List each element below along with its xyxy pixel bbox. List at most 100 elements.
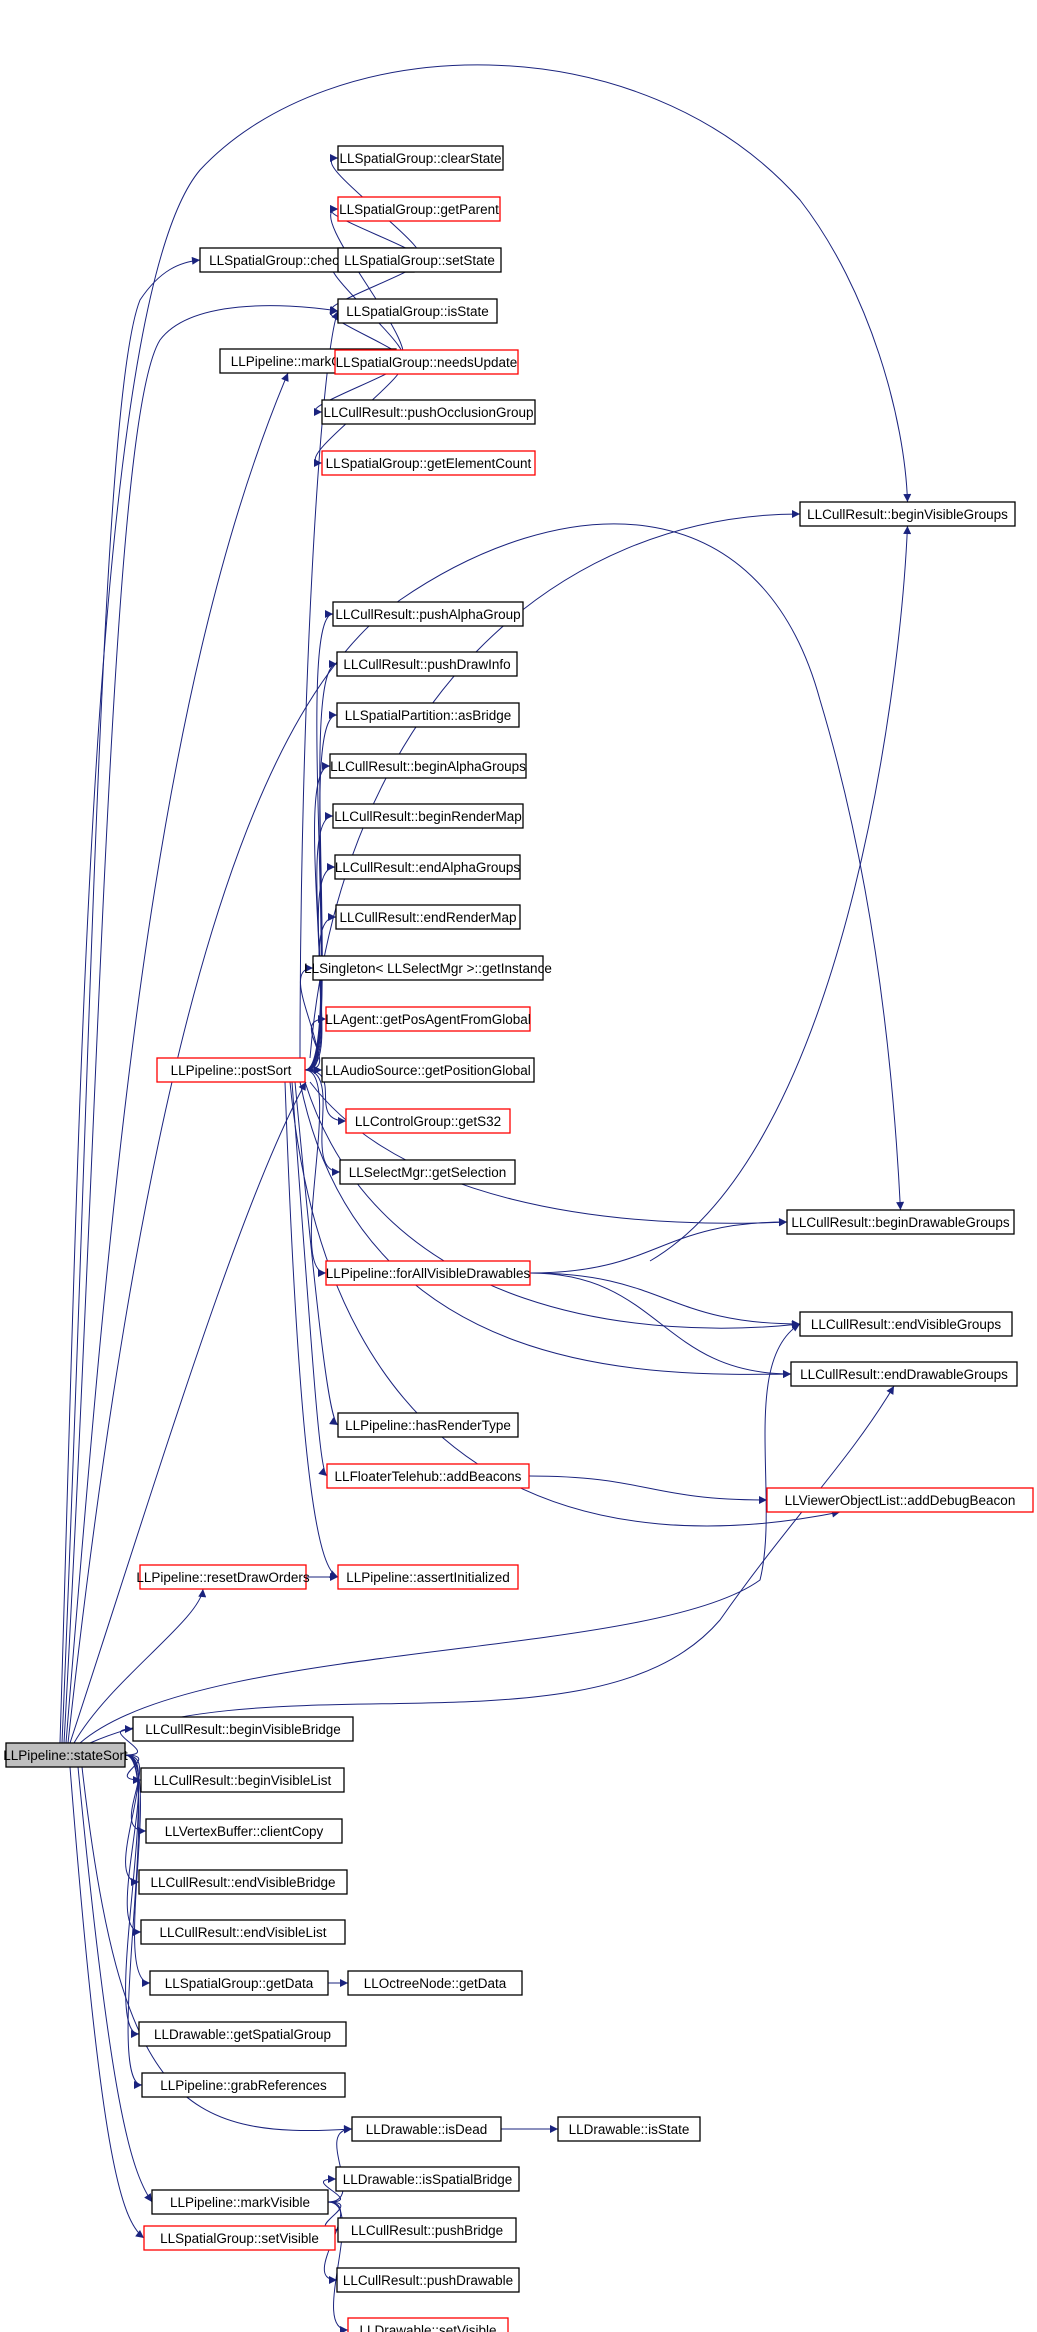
edge-stateSort-to-isStateSG <box>63 305 339 1744</box>
edge-markVisible-to-setVisibleDrawable <box>327 2201 349 2332</box>
node-label-octreeGetData: LLOctreeNode::getData <box>364 1976 507 1991</box>
node-endAlphaGroups[interactable]: LLCullResult::endAlphaGroups <box>334 854 521 880</box>
node-label-isStateDrawable: LLDrawable::isState <box>569 2122 690 2137</box>
node-getPosAgentFromGlobal[interactable]: LLAgent::getPosAgentFromGlobal <box>325 1006 531 1032</box>
node-box-beginRenderMap <box>332 803 524 829</box>
edge-postSort-to-endDrawableGroups <box>299 1081 792 1379</box>
node-addBeacons[interactable]: LLFloaterTelehub::addBeacons <box>326 1463 530 1489</box>
node-box-endVisibleBridge <box>138 1869 348 1895</box>
node-getPositionGlobal[interactable]: LLAudioSource::getPositionGlobal <box>321 1057 535 1083</box>
node-pushBridge[interactable]: LLCullResult::pushBridge <box>337 2217 517 2243</box>
node-getInstance[interactable]: LLSingleton< LLSelectMgr >::getInstance <box>304 955 552 981</box>
edge-stateSort-to-grabReferences <box>124 1754 143 2089</box>
node-isStateSG[interactable]: LLSpatialGroup::isState <box>337 298 498 324</box>
node-label-getPositionGlobal: LLAudioSource::getPositionGlobal <box>325 1063 531 1078</box>
node-label-getData: LLSpatialGroup::getData <box>165 1976 314 1991</box>
node-label-getPosAgentFromGlobal: LLAgent::getPosAgentFromGlobal <box>325 1012 531 1027</box>
node-getSelection[interactable]: LLSelectMgr::getSelection <box>339 1159 516 1185</box>
node-resetDrawOrders[interactable]: LLPipeline::resetDrawOrders <box>136 1564 310 1590</box>
node-setState[interactable]: LLSpatialGroup::setState <box>337 247 502 273</box>
node-label-pushDrawInfo: LLCullResult::pushDrawInfo <box>343 657 510 672</box>
node-hasRenderType[interactable]: LLPipeline::hasRenderType <box>337 1412 519 1438</box>
node-getS32[interactable]: LLControlGroup::getS32 <box>345 1108 511 1134</box>
node-endRenderMap[interactable]: LLCullResult::endRenderMap <box>335 904 521 930</box>
edge-stateSort-to-setVisibleSG <box>69 1766 145 2239</box>
node-label-hasRenderType: LLPipeline::hasRenderType <box>345 1418 511 1433</box>
node-forAllVisibleDrawables[interactable]: LLPipeline::forAllVisibleDrawables <box>325 1260 531 1286</box>
node-getElementCount[interactable]: LLSpatialGroup::getElementCount <box>321 450 536 476</box>
nodes-layer: LLPipeline::stateSort LLSpatialGroup::cle… <box>3 145 1034 2332</box>
node-box-getInstance <box>312 955 544 981</box>
node-endVisibleBridge[interactable]: LLCullResult::endVisibleBridge <box>138 1869 348 1895</box>
node-beginVisibleGroups[interactable]: LLCullResult::beginVisibleGroups <box>799 501 1016 527</box>
node-label-asBridge: LLSpatialPartition::asBridge <box>345 708 512 723</box>
node-box-getParent <box>337 196 501 222</box>
edge-forAllVisibleDrawables-to-endVisibleGroups <box>529 1272 801 1328</box>
node-clientCopy[interactable]: LLVertexBuffer::clientCopy <box>145 1818 343 1844</box>
node-label-beginVisibleList: LLCullResult::beginVisibleList <box>154 1773 332 1788</box>
node-stateSort[interactable]: LLPipeline::stateSort <box>3 1742 128 1768</box>
node-setVisibleDrawable[interactable]: LLDrawable::setVisible <box>347 2317 509 2332</box>
node-addDebugBeacon[interactable]: LLViewerObjectList::addDebugBeacon <box>766 1487 1034 1513</box>
node-assertInitialized[interactable]: LLPipeline::assertInitialized <box>337 1564 519 1590</box>
node-isSpatialBridge[interactable]: LLDrawable::isSpatialBridge <box>335 2166 520 2192</box>
node-box-endVisibleGroups <box>799 1311 1013 1337</box>
edge-stateSort-to-beginVisibleBridge <box>119 1725 139 1756</box>
node-clearState[interactable]: LLSpatialGroup::clearState <box>337 145 504 171</box>
node-beginVisibleBridge[interactable]: LLCullResult::beginVisibleBridge <box>132 1716 354 1742</box>
node-box-pushDrawable <box>336 2267 520 2293</box>
node-label-getSpatialGroup: LLDrawable::getSpatialGroup <box>154 2027 331 2042</box>
node-label-needsUpdate: LLSpatialGroup::needsUpdate <box>336 355 518 370</box>
edge-markVisible-to-isDead <box>327 2125 353 2203</box>
node-box-stateSort <box>5 1742 126 1768</box>
edge-stateSort-to-markVisible <box>77 1766 153 2203</box>
node-endVisibleList[interactable]: LLCullResult::endVisibleList <box>140 1919 346 1945</box>
edge-stateSort-to-endVisibleGroups <box>79 1323 801 1744</box>
node-box-getData <box>149 1970 329 1996</box>
node-box-endAlphaGroups <box>334 854 521 880</box>
node-needsUpdate[interactable]: LLSpatialGroup::needsUpdate <box>334 349 519 375</box>
node-endVisibleGroups[interactable]: LLCullResult::endVisibleGroups <box>799 1311 1013 1337</box>
node-label-forAllVisibleDrawables: LLPipeline::forAllVisibleDrawables <box>326 1266 531 1281</box>
node-label-getElementCount: LLSpatialGroup::getElementCount <box>326 456 532 471</box>
node-pushDrawable[interactable]: LLCullResult::pushDrawable <box>336 2267 520 2293</box>
node-grabReferences[interactable]: LLPipeline::grabReferences <box>141 2072 346 2098</box>
node-beginAlphaGroups[interactable]: LLCullResult::beginAlphaGroups <box>329 753 527 779</box>
node-pushAlphaGroup[interactable]: LLCullResult::pushAlphaGroup <box>332 601 524 627</box>
node-pushOcclusionGroup[interactable]: LLCullResult::pushOcclusionGroup <box>321 399 536 425</box>
node-box-endVisibleList <box>140 1919 346 1945</box>
node-beginVisibleList[interactable]: LLCullResult::beginVisibleList <box>140 1767 345 1793</box>
node-markVisible[interactable]: LLPipeline::markVisible <box>151 2189 329 2215</box>
node-beginDrawableGroups[interactable]: LLCullResult::beginDrawableGroups <box>786 1209 1015 1235</box>
node-postSort[interactable]: LLPipeline::postSort <box>156 1057 306 1083</box>
node-label-beginRenderMap: LLCullResult::beginRenderMap <box>334 809 522 824</box>
node-label-grabReferences: LLPipeline::grabReferences <box>160 2078 327 2093</box>
edge-stateSort-to-beginVisibleGroups <box>59 64 912 1744</box>
node-beginRenderMap[interactable]: LLCullResult::beginRenderMap <box>332 803 524 829</box>
node-box-octreeGetData <box>347 1970 523 1996</box>
node-box-getSpatialGroup <box>138 2021 347 2047</box>
node-box-getPosAgentFromGlobal <box>325 1006 531 1032</box>
node-pushDrawInfo[interactable]: LLCullResult::pushDrawInfo <box>336 651 518 677</box>
node-endDrawableGroups[interactable]: LLCullResult::endDrawableGroups <box>790 1361 1018 1387</box>
node-setVisibleSG[interactable]: LLSpatialGroup::setVisible <box>143 2225 336 2251</box>
node-getParent[interactable]: LLSpatialGroup::getParent <box>337 196 501 222</box>
node-label-markVisible: LLPipeline::markVisible <box>170 2195 310 2210</box>
edge-markVisible-to-isSpatialBridge <box>322 2175 342 2203</box>
node-box-pushDrawInfo <box>336 651 518 677</box>
node-label-postSort: LLPipeline::postSort <box>171 1063 292 1078</box>
node-label-pushDrawable: LLCullResult::pushDrawable <box>343 2273 513 2288</box>
node-label-clearState: LLSpatialGroup::clearState <box>339 151 501 166</box>
node-getData[interactable]: LLSpatialGroup::getData <box>149 1970 329 1996</box>
node-octreeGetData[interactable]: LLOctreeNode::getData <box>347 1970 523 1996</box>
node-box-getPositionGlobal <box>321 1057 535 1083</box>
node-box-clientCopy <box>145 1818 343 1844</box>
node-isDead[interactable]: LLDrawable::isDead <box>351 2116 502 2142</box>
node-asBridge[interactable]: LLSpatialPartition::asBridge <box>336 702 520 728</box>
node-getSpatialGroup[interactable]: LLDrawable::getSpatialGroup <box>138 2021 347 2047</box>
node-label-resetDrawOrders: LLPipeline::resetDrawOrders <box>136 1570 310 1585</box>
node-box-addBeacons <box>326 1463 530 1489</box>
node-label-beginDrawableGroups: LLCullResult::beginDrawableGroups <box>791 1215 1010 1230</box>
node-isStateDrawable[interactable]: LLDrawable::isState <box>557 2116 701 2142</box>
node-label-assertInitialized: LLPipeline::assertInitialized <box>346 1570 510 1585</box>
